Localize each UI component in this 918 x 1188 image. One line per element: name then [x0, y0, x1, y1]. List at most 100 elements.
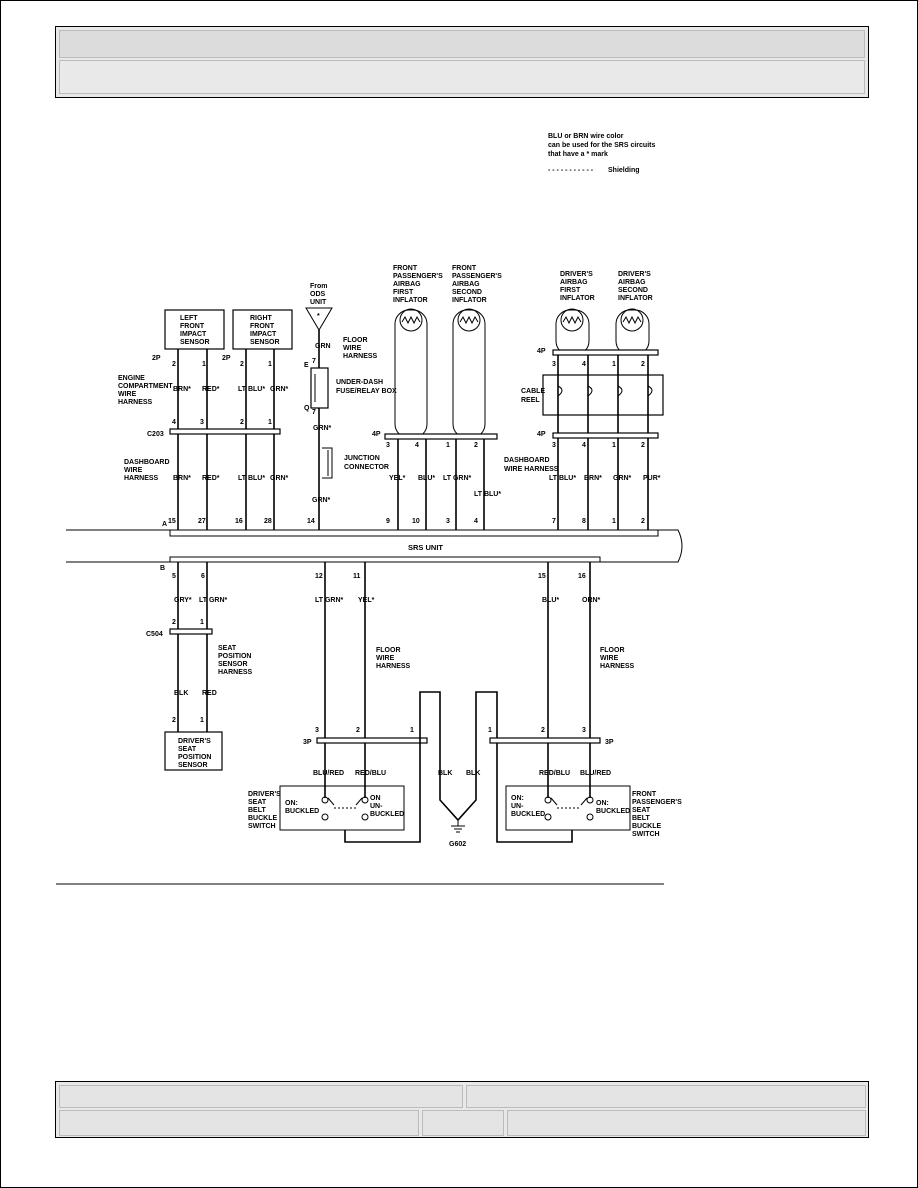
svg-text:ODS: ODS — [310, 291, 326, 298]
pin-label: 4 — [582, 442, 586, 449]
svg-text:UNIT: UNIT — [310, 299, 327, 306]
floor-harness-left-label: FLOOR WIRE HARNESS — [376, 647, 411, 670]
svg-text:SECOND: SECOND — [618, 287, 648, 294]
pin-label: 2 — [641, 442, 645, 449]
svg-text:HARNESS: HARNESS — [218, 669, 253, 676]
wire-color-label: RED* — [202, 386, 220, 393]
pin-label: 3 — [200, 419, 204, 426]
junction-connector-symbol — [322, 447, 333, 479]
svg-text:WIRE: WIRE — [118, 391, 137, 398]
driver-buckle-switch-box — [279, 785, 405, 831]
connector-3p-right — [489, 737, 601, 744]
wire-color-label: LT GRN* — [443, 475, 472, 482]
svg-text:SENSOR: SENSOR — [218, 661, 248, 668]
pin-label: 2 — [240, 361, 244, 368]
cable-reel — [542, 374, 664, 416]
front-passenger-first-inflator-label: FRONT PASSENGER'S AIRBAG FIRST INFLATOR — [393, 265, 443, 304]
pin-label: 7 — [312, 409, 316, 416]
svg-text:SWITCH: SWITCH — [632, 831, 660, 838]
passenger-switch-unbuckled-label: ON: UN- BUCKLED — [511, 795, 545, 818]
svg-text:SEAT: SEAT — [248, 799, 267, 806]
wire-color-label: GRY* — [174, 597, 192, 604]
svg-text:FRONT: FRONT — [452, 265, 477, 272]
svg-text:FRONT: FRONT — [393, 265, 418, 272]
left-front-impact-sensor-box — [164, 309, 225, 350]
wire-color-label: BLK — [438, 770, 452, 777]
engine-compartment-harness-label: ENGINE COMPARTMENT WIRE HARNESS — [118, 375, 173, 406]
ods-arrow-mark: * — [317, 313, 320, 320]
wire-color-label: RED — [202, 690, 217, 697]
ods-unit-arrow — [305, 307, 333, 331]
svg-text:PASSENGER'S: PASSENGER'S — [452, 273, 502, 280]
driver-seat-position-sensor — [164, 731, 223, 771]
driver-switch-unbuckled-label: ON UN- BUCKLED — [370, 795, 404, 818]
driver-buckle-switch-label: DRIVER'S SEAT BELT BUCKLE SWITCH — [248, 791, 281, 830]
svg-text:7: 7 — [552, 518, 556, 525]
svg-text:WIRE: WIRE — [376, 655, 395, 662]
svg-text:IMPACT: IMPACT — [250, 331, 277, 338]
ground-g602-symbol — [451, 820, 465, 833]
pin-label: 4 — [582, 361, 586, 368]
svg-text:SEAT: SEAT — [178, 746, 197, 753]
svg-text:FUSE/RELAY BOX: FUSE/RELAY BOX — [336, 388, 397, 395]
wire-color-label: RED/BLU — [539, 770, 570, 777]
wire-color-label: BLU* — [542, 597, 559, 604]
svg-text:27: 27 — [198, 518, 206, 525]
svg-text:FIRST: FIRST — [393, 289, 414, 296]
dashboard-harness-right-label: DASHBOARD WIRE HARNESS — [504, 457, 559, 473]
pin-label: 1 — [612, 442, 616, 449]
driver-buckle-switch-contacts — [321, 796, 369, 821]
wire-color-label: GRN* — [613, 475, 632, 482]
svg-text:28: 28 — [264, 518, 272, 525]
svg-text:BUCKLED: BUCKLED — [285, 808, 319, 815]
left-front-impact-sensor-label: LEFT FRONT IMPACT SENSOR — [180, 315, 210, 346]
header-title-row — [59, 30, 865, 58]
wire-color-label: BLU/RED — [313, 770, 344, 777]
footer-cell — [507, 1110, 866, 1136]
svg-text:UN-: UN- — [370, 803, 383, 810]
svg-text:AIRBAG: AIRBAG — [560, 279, 588, 286]
svg-text:SEAT: SEAT — [632, 807, 651, 814]
svg-text:HARNESS: HARNESS — [118, 399, 153, 406]
svg-text:11: 11 — [353, 573, 361, 580]
driver-switch-buckled-label: ON: BUCKLED — [285, 800, 319, 815]
svg-text:From: From — [310, 283, 328, 290]
svg-text:SENSOR: SENSOR — [178, 762, 208, 769]
impact-sensor-wires — [177, 349, 275, 530]
connector-2p-right: 2P — [222, 355, 231, 362]
svg-text:HARNESS: HARNESS — [600, 663, 635, 670]
connector-3p-left — [316, 737, 428, 744]
wire-color-label: GRN* — [312, 497, 331, 504]
ods-unit-label: From ODS UNIT — [310, 283, 328, 306]
wire-color-label: LT GRN* — [315, 597, 344, 604]
svg-text:15: 15 — [168, 518, 176, 525]
passenger-buckle-switch-box — [505, 785, 631, 831]
connector-4p-driver-dash: 4P — [537, 431, 546, 438]
legend-note: that have a * mark — [548, 151, 608, 158]
svg-text:ON:: ON: — [596, 800, 609, 807]
page-header — [55, 26, 869, 98]
srs-connector-a: A — [162, 521, 167, 528]
svg-text:DRIVER'S: DRIVER'S — [248, 791, 281, 798]
under-dash-fuse-relay-box-label: UNDER-DASH FUSE/RELAY BOX — [336, 379, 397, 395]
svg-text:FRONT: FRONT — [180, 323, 205, 330]
connector-2p-left: 2P — [152, 355, 161, 362]
pin-label: 4 — [172, 419, 176, 426]
wire-color-label: PUR* — [643, 475, 661, 482]
pin-label: 3 — [386, 442, 390, 449]
legend-note: can be used for the SRS circuits — [548, 142, 655, 149]
seat-position-harness-label: SEAT POSITION SENSOR HARNESS — [218, 645, 253, 676]
svg-text:3: 3 — [446, 518, 450, 525]
driver-first-inflator — [555, 308, 590, 356]
svg-text:FLOOR: FLOOR — [376, 647, 401, 654]
srs-a-pins: 15 27 16 28 14 9 10 3 4 7 8 1 2 — [168, 518, 645, 525]
connector-4p-driver-dash-bar — [552, 432, 659, 439]
connector-c203-label: C203 — [147, 431, 164, 438]
svg-text:SEAT: SEAT — [218, 645, 237, 652]
pin-label: 1 — [268, 419, 272, 426]
passenger-inflator-wires — [397, 439, 485, 530]
connector-c504-label: C504 — [146, 631, 163, 638]
front-passenger-second-inflator-label: FRONT PASSENGER'S AIRBAG SECOND INFLATOR — [452, 265, 502, 304]
svg-text:FRONT: FRONT — [250, 323, 275, 330]
svg-text:HARNESS: HARNESS — [376, 663, 411, 670]
